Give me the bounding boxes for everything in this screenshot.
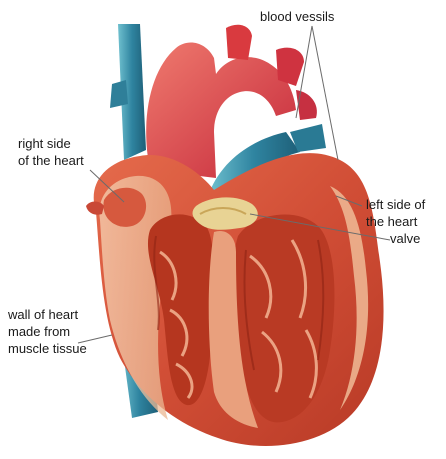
leader-blood-vessels-2 [312, 26, 338, 160]
label-blood-vessels: blood vessils [260, 8, 334, 25]
leader-left-side [336, 196, 362, 206]
label-valve: valve [390, 230, 420, 247]
label-wall: wall of heart made from muscle tissue [8, 306, 87, 357]
leader-blood-vessels-1 [296, 26, 312, 118]
leader-right-side [90, 170, 124, 202]
label-left-side: left side of the heart [366, 196, 425, 230]
label-right-side: right side of the heart [18, 135, 84, 169]
